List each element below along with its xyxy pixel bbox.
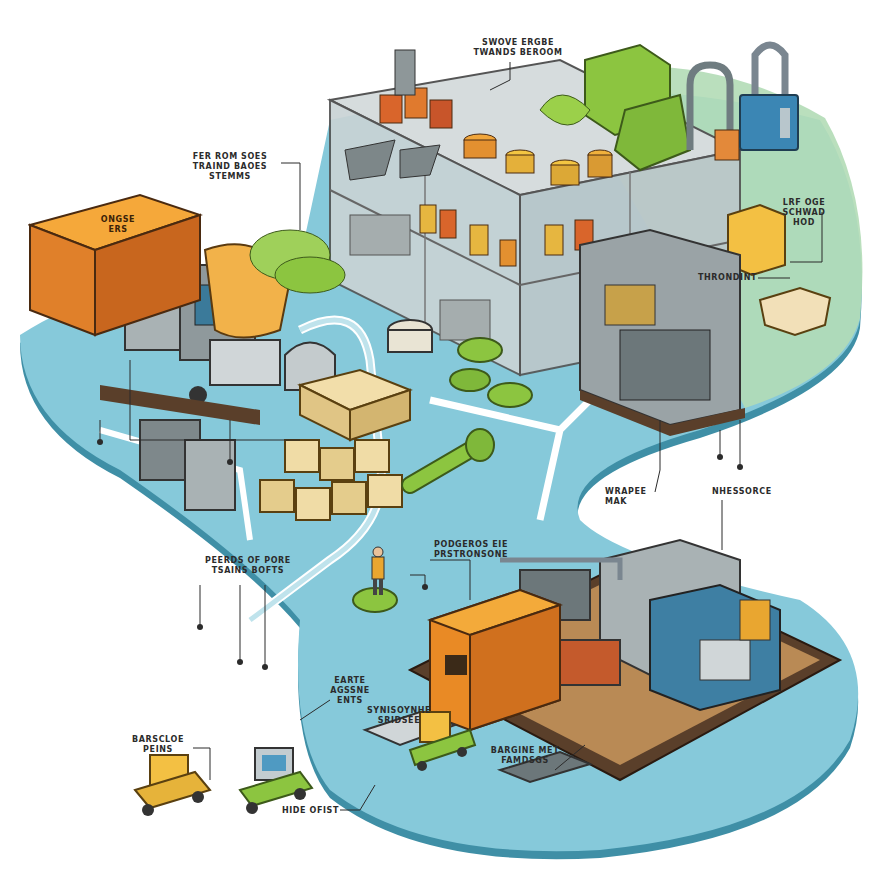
callout-label: LRF OGE SCHWAD HOD [770, 198, 838, 228]
cylinder [715, 130, 739, 160]
base [580, 390, 745, 436]
worker [372, 547, 384, 595]
callout-label: HIDE OFIST [282, 806, 340, 816]
cart-yellow [135, 755, 210, 816]
box-label: ONGSE ERS [99, 215, 137, 235]
machine [605, 285, 655, 325]
plant-complex [410, 540, 840, 780]
padlock-plate [780, 108, 790, 138]
callout-label: NHESSORCE [712, 487, 776, 497]
container-box: ONGSE ERS [28, 190, 203, 340]
green-machine [540, 45, 690, 170]
callout-label: BARGINE MET FAMDSGS [485, 746, 565, 766]
callout-label: PEERDS OF PORE TSAINS BOFTS [188, 556, 308, 576]
cart-green [240, 748, 312, 814]
green-pipes [353, 338, 532, 612]
crate-stack [260, 370, 410, 520]
callout-label: FER ROM SOES TRAIND BAOES STEMMS [178, 152, 282, 182]
pin-dots [97, 439, 743, 670]
padlock-shackle [755, 45, 785, 100]
barrels [350, 88, 612, 340]
callout-label: PODGEROS EIE PRSTRONSONE [425, 540, 517, 560]
container-face [30, 225, 95, 335]
callout-label: SWOVE ERGBE TWANDS BEROOM [468, 38, 568, 58]
container-face [95, 215, 200, 335]
server-rack [620, 330, 710, 400]
factory-wall [330, 100, 520, 375]
server-unit [580, 230, 740, 425]
callout-label: BARSCLOE PEINS [125, 735, 191, 755]
green-plants [250, 230, 345, 293]
funnels [345, 50, 440, 180]
callout-label: SYNISOYNHE SRIDSEE [363, 706, 435, 726]
callout-label: EARTE AGSSNE ENTS [322, 676, 378, 706]
container-shape [28, 190, 203, 340]
padlock [740, 95, 798, 150]
callout-label: WRAPEE MAK [605, 487, 663, 507]
leader-lines [100, 62, 822, 810]
tank [388, 330, 432, 352]
ground [20, 90, 862, 851]
callout-label: THRONDINT [698, 273, 756, 283]
